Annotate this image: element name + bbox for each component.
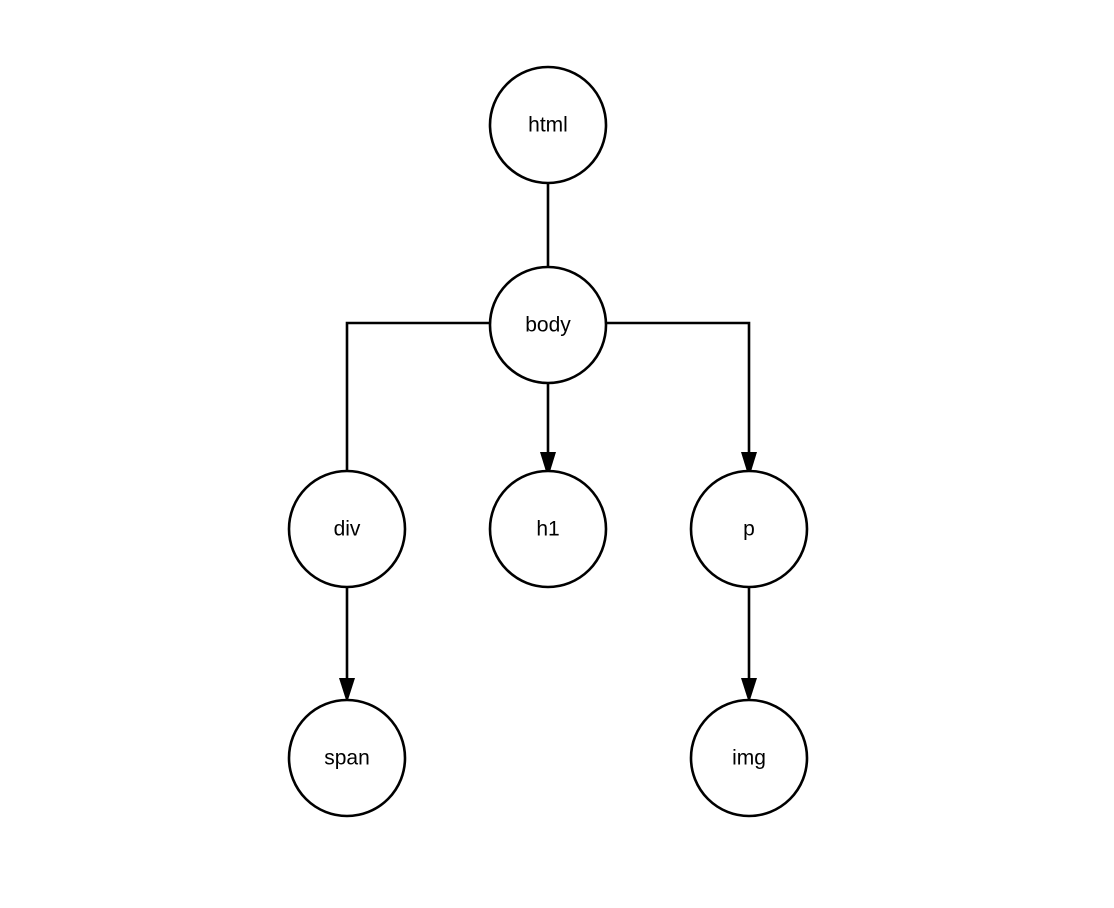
node-span[interactable]: span — [287, 698, 407, 818]
edges-group — [345, 183, 751, 681]
node-h1-label: h1 — [536, 518, 559, 541]
node-p[interactable]: p — [689, 469, 809, 589]
arrowheads-group — [339, 452, 757, 703]
arrowhead-div-span — [339, 678, 355, 703]
node-h1-circle[interactable] — [488, 469, 608, 589]
arrowhead-p-img — [741, 678, 757, 703]
node-div-circle[interactable] — [287, 469, 407, 589]
node-img[interactable]: img — [689, 698, 809, 818]
arrowhead-body-p — [741, 452, 757, 478]
node-body[interactable]: body — [488, 265, 608, 385]
edge-body-div — [345, 321, 490, 471]
node-span-circle[interactable] — [287, 698, 407, 818]
node-html-label: html — [528, 114, 568, 137]
node-html-circle[interactable] — [488, 65, 608, 185]
node-img-label: img — [732, 747, 766, 770]
node-img-circle[interactable] — [689, 698, 809, 818]
nodes-group: html body div h1 p span — [287, 65, 809, 818]
edge-body-p — [606, 321, 751, 452]
node-p-circle[interactable] — [689, 469, 809, 589]
node-div[interactable]: div — [287, 469, 407, 589]
node-body-label: body — [525, 314, 571, 337]
arrowhead-body-h1 — [540, 452, 556, 478]
node-span-label: span — [324, 747, 370, 770]
node-p-label: p — [743, 518, 755, 541]
node-body-circle[interactable] — [488, 265, 608, 385]
node-div-label: div — [334, 518, 361, 541]
node-html[interactable]: html — [488, 65, 608, 185]
node-h1[interactable]: h1 — [488, 469, 608, 589]
